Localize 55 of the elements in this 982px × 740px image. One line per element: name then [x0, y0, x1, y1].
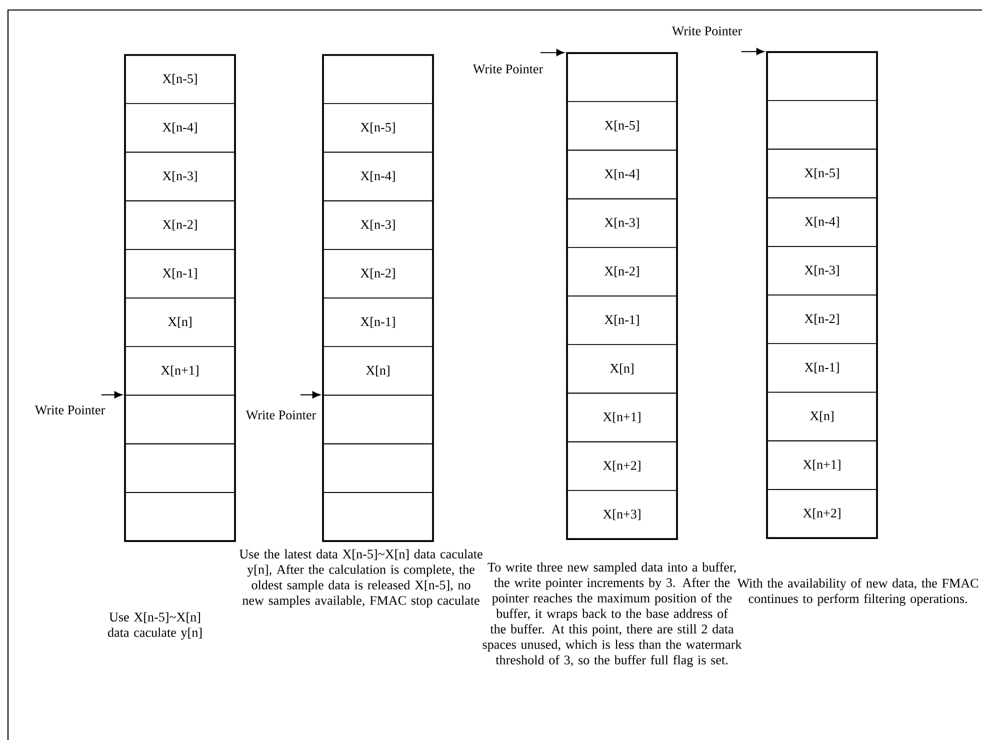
buffer-cell: X[n+2]	[566, 441, 678, 491]
caption: With the availability of new data, the FMAC continues to perform filtering operations.	[737, 578, 978, 606]
buffer-cell: X[n-3]	[566, 198, 678, 248]
buffer-cell: X[n+1]	[766, 440, 878, 490]
buffer-cell	[322, 54, 434, 104]
buffer-cell: X[n]	[124, 298, 236, 347]
arrow	[741, 48, 764, 56]
buffer-cell: X[n-1]	[322, 298, 434, 347]
pointer-label: Write Pointer	[672, 26, 742, 36]
buffer-cell: X[n-1]	[766, 343, 878, 393]
buffer-cell	[322, 394, 434, 444]
pointer-label: Write Pointer	[34, 406, 105, 414]
buffer-cell	[566, 52, 678, 102]
pointer-label: Write Pointer	[246, 410, 316, 420]
buffer-cell	[124, 394, 236, 444]
caption: Use X[n-5]~X[n] data caculate y[n]	[108, 612, 202, 640]
buffer-cell: X[n-5]	[124, 54, 236, 104]
buffer-cell: X[n-3]	[124, 152, 236, 202]
buffer-cell: X[n+2]	[766, 489, 878, 538]
buffer-cell: X[n-3]	[766, 246, 878, 296]
buffer-cell: X[n-4]	[322, 152, 434, 202]
buffer-cell: X[n-4]	[566, 150, 678, 200]
buffer-column	[322, 54, 434, 542]
buffer-cell: X[n-2]	[322, 249, 434, 298]
buffer-cell: X[n-5]	[566, 101, 678, 151]
buffer-cell: X[n+3]	[566, 490, 678, 540]
buffer-cell: X[n+1]	[124, 346, 236, 396]
buffer-column	[766, 51, 878, 539]
buffer-cell: X[n-1]	[124, 249, 236, 298]
buffer-cell: X[n-4]	[124, 103, 236, 153]
caption: Use the latest data X[n-5]~X[n] data caculate y[n], After the calculation is complete, the oldest sample data is released X[n-5], no new samples available, FMAC stop caculate	[239, 549, 482, 608]
buffer-cell: X[n-3]	[322, 200, 434, 250]
buffer-cell	[322, 492, 434, 542]
arrow	[101, 391, 122, 398]
arrow	[300, 391, 320, 398]
buffer-cell: X[n-5]	[766, 148, 878, 198]
buffer-cell: X[n-2]	[766, 294, 878, 344]
buffer-cell: X[n-5]	[322, 103, 434, 153]
buffer-cell: X[n-2]	[124, 200, 236, 250]
buffer-cell	[322, 443, 434, 493]
buffer-cell: X[n]	[766, 392, 878, 442]
buffer-cell: X[n-4]	[766, 197, 878, 247]
buffer-column	[124, 54, 236, 542]
buffer-cell: X[n]	[566, 344, 678, 394]
arrow	[540, 49, 564, 56]
buffer-cell	[124, 492, 236, 542]
buffer-cell: X[n-2]	[566, 247, 678, 296]
buffer-cell: X[n+1]	[566, 392, 678, 442]
buffer-cell: X[n]	[322, 346, 434, 396]
buffer-cell: X[n-1]	[566, 296, 678, 346]
buffer-column	[566, 52, 678, 540]
buffer-cell	[124, 443, 236, 493]
buffer-cell	[766, 100, 878, 150]
pointer-label: Write Pointer	[472, 64, 544, 74]
buffer-cell	[766, 52, 878, 101]
